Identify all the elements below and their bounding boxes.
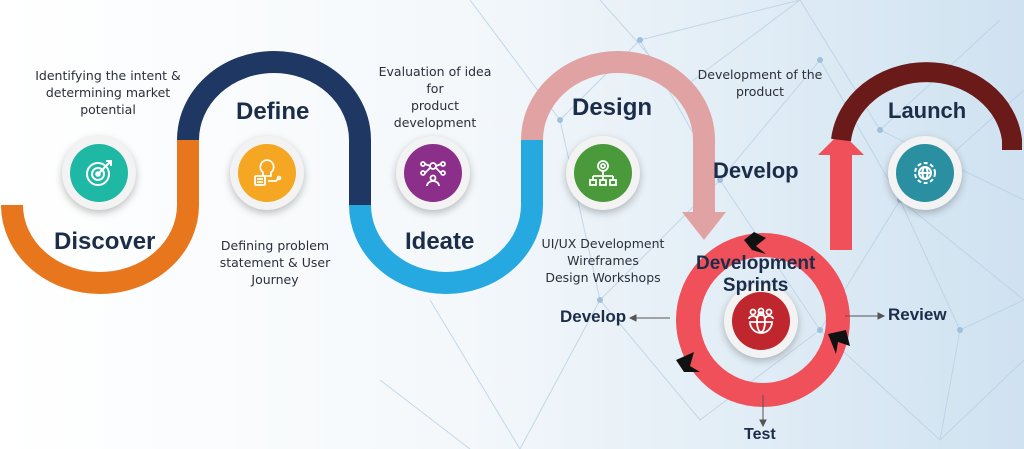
target-icon — [70, 144, 128, 202]
launch-icon-badge — [888, 136, 962, 210]
cycle-test-label: Test — [744, 426, 776, 443]
design-icon-badge — [566, 136, 640, 210]
launch-arrow-shaft — [830, 150, 852, 250]
develop-description: Development of the product — [697, 67, 823, 99]
discover-label: Discover — [54, 228, 156, 255]
design-description: UI/UX Development Wireframes Design Work… — [541, 236, 665, 285]
cycle-chevron-left — [676, 352, 700, 372]
network-person-icon — [404, 144, 462, 202]
design-label: Design — [572, 94, 653, 121]
discover-description: Identifying the intent & determining mar… — [35, 68, 181, 117]
gear-globe-icon — [896, 144, 954, 202]
sprints-label: Development Sprints — [696, 253, 816, 296]
cycle-pointer-lines — [628, 312, 886, 428]
cycle-chevron-right — [828, 330, 850, 354]
launch-path — [831, 62, 1022, 150]
ideate-icon-badge — [396, 136, 470, 210]
sprints-icon-badge — [724, 284, 798, 358]
design-arrow-head — [682, 212, 726, 240]
discover-path — [1, 140, 199, 294]
ideate-description: Evaluation of idea for product developme… — [378, 64, 492, 130]
ideate-label: Ideate — [405, 228, 475, 255]
launch-label: Launch — [888, 98, 967, 123]
launch-arrow-head — [818, 132, 864, 155]
ideate-path — [349, 140, 543, 294]
team-globe-icon — [732, 292, 790, 350]
design-path — [521, 51, 715, 215]
define-description: Defining problem statement & User Journe… — [219, 238, 331, 287]
define-label: Define — [236, 98, 310, 125]
cycle-chevron-top — [744, 232, 766, 254]
develop-label: Develop — [713, 158, 799, 183]
hierarchy-icon — [574, 144, 632, 202]
cycle-review-label: Review — [888, 305, 947, 324]
discover-icon-badge — [62, 136, 136, 210]
lightbulb-icon — [238, 144, 296, 202]
define-path — [177, 51, 371, 205]
define-icon-badge — [230, 136, 304, 210]
cycle-develop-label: Develop — [560, 307, 627, 326]
